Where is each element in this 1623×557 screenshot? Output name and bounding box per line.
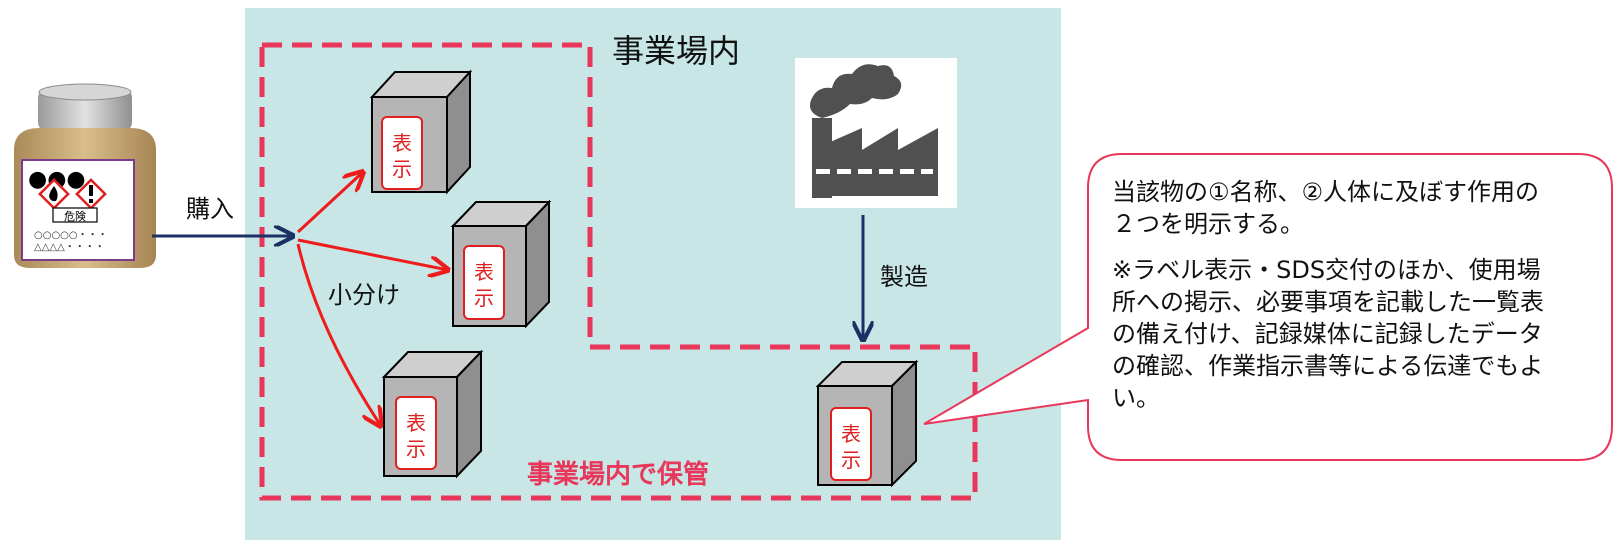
storage-label: 事業場内で保管 xyxy=(527,460,709,490)
container-label-bottom: 示 xyxy=(841,448,861,472)
container-label-bottom: 示 xyxy=(392,157,412,181)
container-label-top: 表 xyxy=(392,131,412,155)
labeled-container: 表 示 xyxy=(381,349,484,479)
manufacture-label: 製造 xyxy=(880,263,928,291)
container-label-top: 表 xyxy=(474,260,494,284)
labeled-container: 表 示 xyxy=(815,359,919,488)
bottle-signal-word: 危険 xyxy=(64,210,86,223)
container-label-bottom: 示 xyxy=(474,286,494,310)
purchase-label: 購入 xyxy=(186,195,234,223)
bottle-line-1: ○○○○○・・・ xyxy=(34,230,108,241)
container-label-bottom: 示 xyxy=(406,437,426,461)
chemical-bottle-icon: ●●● 危険 ○○○○○・・・ △△△△・・・・ xyxy=(14,83,156,268)
subdivide-arrow-bottom xyxy=(296,243,381,426)
exclamation-hazard-icon xyxy=(75,178,107,210)
callout-bubble xyxy=(923,153,1613,461)
flame-hazard-icon xyxy=(38,178,70,210)
subdivide-label: 小分け xyxy=(328,281,400,309)
workplace-title: 事業場内 xyxy=(612,32,740,70)
storage-boundary xyxy=(259,42,978,501)
labeled-container: 表 示 xyxy=(450,199,552,329)
callout-paragraph-1: 当該物の①名称、②人体に及ぼす作用の２つを明示する。 xyxy=(1112,178,1540,238)
container-label-top: 表 xyxy=(406,411,426,435)
subdivide-arrow-middle xyxy=(297,238,448,270)
labeled-container: 表 示 xyxy=(369,69,473,195)
container-label-top: 表 xyxy=(841,422,861,446)
subdivide-arrow-top xyxy=(296,172,363,234)
callout-text: 当該物の①名称、②人体に及ぼす作用の２つを明示する。 ※ラベル表示・SDS交付の… xyxy=(1112,176,1552,414)
bottle-line-2: △△△△・・・・ xyxy=(34,242,105,253)
factory-icon xyxy=(795,58,957,208)
callout-paragraph-2: ※ラベル表示・SDS交付のほか、使用場所への掲示、必要事項を記載した一覧表の備え… xyxy=(1112,256,1544,412)
